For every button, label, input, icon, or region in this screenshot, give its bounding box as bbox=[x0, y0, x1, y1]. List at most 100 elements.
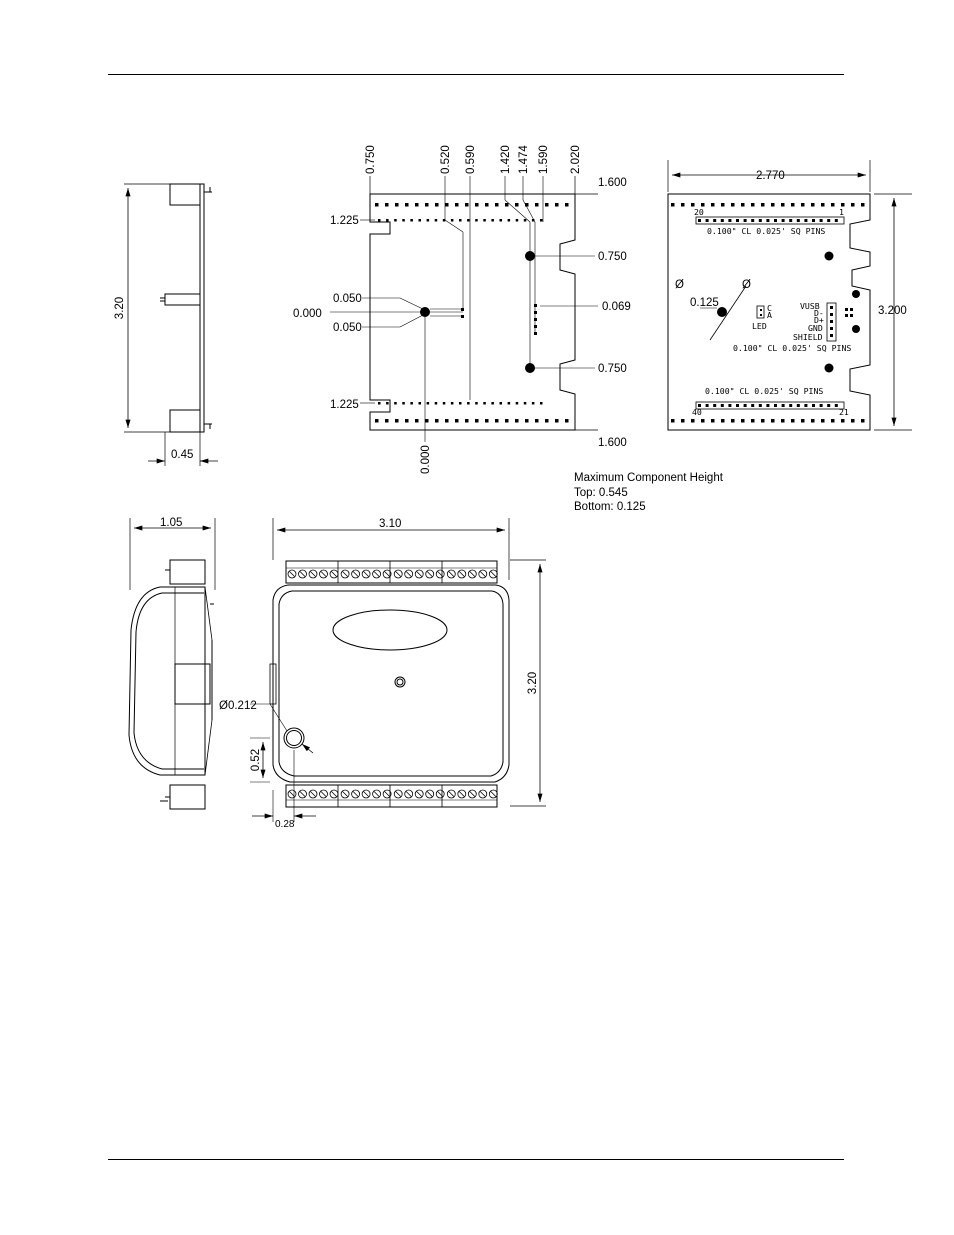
terminal-screw bbox=[382, 569, 392, 579]
usb-label-gnd: GND bbox=[808, 323, 823, 333]
terminal-screw-slot bbox=[490, 571, 497, 577]
board-pin bbox=[495, 203, 499, 207]
board-pin bbox=[495, 419, 499, 423]
board-pin bbox=[442, 402, 446, 405]
pinout-pad bbox=[861, 203, 865, 207]
terminal-screw-slot bbox=[384, 571, 390, 577]
terminal-screw-slot bbox=[416, 791, 422, 797]
pinout-hole-right-lower bbox=[824, 363, 834, 373]
board-pin bbox=[505, 203, 509, 207]
component-height-note: Maximum Component Height Top: 0.545 Bott… bbox=[574, 471, 723, 515]
terminal-screw-slot bbox=[320, 571, 327, 577]
terminal-screw-slot bbox=[352, 571, 359, 577]
pinout-pin bbox=[804, 404, 808, 407]
pinout-pad bbox=[711, 203, 715, 207]
board-pin bbox=[505, 419, 509, 423]
board-pin bbox=[434, 219, 438, 222]
pin-1-label: 1 bbox=[839, 207, 844, 217]
board-pin bbox=[445, 419, 449, 423]
enclosure-hole-diameter-label: Ø0.212 bbox=[219, 700, 257, 712]
terminal-screws-top bbox=[287, 561, 498, 583]
board-pin bbox=[378, 219, 381, 222]
terminal-screw bbox=[488, 789, 498, 799]
terminal-screw-slot bbox=[342, 571, 348, 577]
terminal-screw bbox=[361, 789, 371, 799]
pinout-pin bbox=[804, 219, 808, 222]
terminal-screw bbox=[298, 789, 307, 799]
led-pin-a-label: A bbox=[767, 310, 772, 320]
header-pin bbox=[534, 332, 537, 335]
terminal-screw-slot bbox=[299, 791, 306, 797]
board-pin bbox=[491, 402, 494, 405]
pinout-pad bbox=[811, 419, 815, 423]
pinout-pin bbox=[827, 404, 831, 407]
pinout-pad bbox=[781, 419, 785, 423]
pinout-hole-right-mid-b bbox=[852, 325, 860, 333]
pinout-pin bbox=[728, 404, 732, 407]
board-pin bbox=[523, 402, 527, 405]
board-pin bbox=[475, 419, 479, 423]
terminal-screw-slot bbox=[405, 571, 412, 577]
board-pin bbox=[565, 203, 569, 207]
board-pin bbox=[395, 419, 399, 423]
terminal-screw-slot bbox=[480, 791, 486, 797]
board-pin bbox=[385, 203, 389, 207]
terminal-screw bbox=[382, 789, 392, 799]
pinout-pad bbox=[781, 203, 785, 207]
pin-20-label: 20 bbox=[694, 207, 704, 217]
terminal-screw-slot bbox=[395, 571, 401, 577]
pinout-pin bbox=[720, 404, 724, 407]
pinout-pin bbox=[766, 219, 770, 222]
board-pin bbox=[483, 219, 486, 222]
origin-y-label: 0.000 bbox=[293, 308, 322, 320]
pinout-pin bbox=[766, 404, 770, 407]
board-pin bbox=[415, 419, 419, 423]
terminal-screw bbox=[308, 569, 318, 579]
side-view bbox=[124, 183, 218, 466]
pins-middle-label: 0.100" CL 0.025' SQ PINS bbox=[733, 343, 851, 353]
terminal-screw-slot bbox=[459, 571, 465, 577]
pinout-small-pads bbox=[760, 308, 853, 317]
board-pin bbox=[426, 402, 430, 405]
terminal-screw bbox=[372, 569, 382, 579]
pinout-pin bbox=[736, 219, 739, 222]
pinout-pad bbox=[741, 419, 745, 423]
enclosure-diameter-symbol: Ø bbox=[219, 700, 228, 712]
terminal-screw bbox=[340, 789, 350, 799]
hole-upper-label: 0.750 bbox=[598, 251, 627, 263]
terminal-screw bbox=[478, 569, 488, 579]
header-pin bbox=[534, 311, 537, 314]
pinout-pin bbox=[698, 219, 701, 222]
board-pin bbox=[507, 402, 511, 405]
board-pin bbox=[465, 419, 469, 423]
terminal-screw-slot bbox=[459, 791, 465, 797]
terminal-screw-slot bbox=[373, 791, 380, 797]
pinout-pad bbox=[801, 419, 805, 423]
usb-label-dminus: D- bbox=[814, 308, 824, 318]
pinout-pin bbox=[827, 219, 831, 222]
pinout-pin bbox=[758, 404, 762, 407]
enclosure-depth-label: 1.05 bbox=[160, 517, 182, 529]
pinout-pad bbox=[741, 203, 745, 207]
header-rule bbox=[108, 74, 844, 75]
board-pin bbox=[465, 203, 469, 207]
terminal-screw-slot bbox=[480, 571, 486, 577]
board-pin bbox=[485, 419, 489, 423]
board-pin bbox=[425, 203, 429, 207]
terminal-screw bbox=[351, 569, 361, 579]
enclosure-width-label: 3.10 bbox=[379, 518, 401, 530]
board-pin bbox=[545, 203, 549, 207]
pinout-pin bbox=[698, 404, 701, 407]
mounting-hole-origin bbox=[420, 307, 430, 317]
header-spacing-label: 0.069 bbox=[602, 301, 631, 313]
pinout-pin bbox=[705, 219, 709, 222]
pinout-pin bbox=[819, 404, 823, 407]
terminal-screw bbox=[287, 789, 297, 799]
board-pin bbox=[545, 419, 549, 423]
pinout-pin bbox=[774, 404, 777, 407]
board-outline bbox=[330, 176, 598, 442]
board-pin bbox=[540, 402, 543, 405]
pinout-pad bbox=[751, 419, 755, 423]
terminal-screw bbox=[467, 789, 477, 799]
usb-pin bbox=[830, 320, 833, 323]
